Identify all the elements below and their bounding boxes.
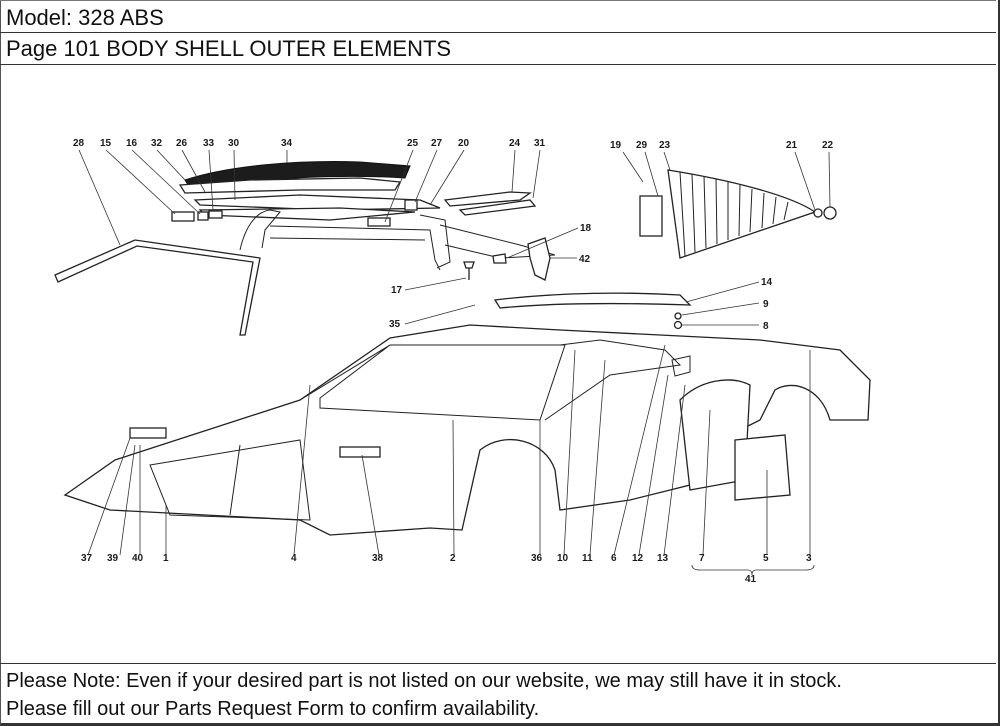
callout-19: 19 — [610, 140, 622, 151]
callout-14: 14 — [761, 277, 773, 288]
callout-25: 25 — [407, 138, 419, 149]
engine-bay-vent — [671, 355, 691, 377]
front-compartment — [149, 439, 311, 521]
body-shell — [63, 324, 871, 536]
callout-41: 41 — [745, 574, 757, 585]
vent-cover-38 — [339, 446, 381, 458]
callout-22: 22 — [822, 140, 834, 151]
callout-1: 1 — [163, 553, 169, 564]
targa-frame — [239, 209, 556, 271]
callout-7: 7 — [699, 553, 705, 564]
callout-38: 38 — [372, 553, 384, 564]
callout-13: 13 — [657, 553, 669, 564]
model-header: Model: 328 ABS — [0, 0, 996, 33]
parts-diagram: 28 15 16 32 26 33 30 34 25 27 20 24 31 1… — [0, 66, 996, 663]
clip-18 — [492, 253, 507, 264]
clip-part-33 — [208, 210, 223, 219]
callout-2: 2 — [450, 553, 456, 564]
callout-36: 36 — [531, 553, 543, 564]
page-title: Page 101 BODY SHELL OUTER ELEMENTS — [0, 33, 996, 65]
callout-34: 34 — [281, 138, 293, 149]
callout-3: 3 — [806, 553, 812, 564]
callout-32: 32 — [151, 138, 163, 149]
callout-39: 39 — [107, 553, 119, 564]
callout-31: 31 — [534, 138, 546, 149]
body-window-line — [299, 339, 682, 421]
louver-slats — [679, 171, 789, 257]
callout-12: 12 — [632, 553, 644, 564]
vent-cover-37 — [129, 427, 167, 439]
clip-part-16 — [197, 211, 209, 221]
clip-part-25 — [367, 217, 391, 227]
callout-35: 35 — [389, 319, 401, 330]
washer-9 — [674, 312, 682, 320]
rear-fender-panel — [679, 379, 751, 491]
stock-note-line-1: Please Note: Even if your desired part i… — [6, 670, 842, 692]
callout-33: 33 — [203, 138, 215, 149]
washer-21 — [813, 208, 823, 218]
callout-6: 6 — [611, 553, 617, 564]
callout-23: 23 — [659, 140, 671, 151]
engine-lid-trim — [493, 292, 692, 309]
callout-21: 21 — [786, 140, 798, 151]
callout-42: 42 — [579, 254, 591, 265]
callout-18: 18 — [580, 223, 592, 234]
diagram-svg: 28 15 16 32 26 33 30 34 25 27 20 24 31 1… — [54, 138, 871, 585]
fastener-17 — [463, 261, 475, 280]
bracket-42 — [527, 237, 551, 281]
washer-8 — [673, 320, 683, 330]
windshield-frame — [54, 239, 261, 336]
callout-10: 10 — [557, 553, 569, 564]
callout-11: 11 — [582, 553, 593, 564]
callout-17: 17 — [391, 285, 403, 296]
callout-30: 30 — [228, 138, 240, 149]
callout-15: 15 — [100, 138, 112, 149]
callout-16: 16 — [126, 138, 138, 149]
rear-quarter-louver — [667, 169, 817, 259]
side-intake-5 — [734, 434, 791, 501]
callout-29: 29 — [636, 140, 648, 151]
callout-8: 8 — [763, 321, 769, 332]
callout-28: 28 — [73, 138, 85, 149]
louver-hinge — [639, 195, 663, 237]
callout-4: 4 — [291, 553, 297, 564]
stock-note: Please Note: Even if your desired part i… — [0, 663, 996, 723]
callout-26: 26 — [176, 138, 188, 149]
leader-lines — [78, 149, 831, 556]
stock-note-line-2: Please fill out our Parts Request Form t… — [6, 698, 540, 720]
callout-5: 5 — [763, 553, 769, 564]
callout-24: 24 — [509, 138, 521, 149]
callout-40: 40 — [132, 553, 144, 564]
callout-9: 9 — [763, 299, 769, 310]
clip-part-27 — [404, 199, 418, 211]
callout-27: 27 — [431, 138, 443, 149]
trim-strip-24 — [443, 191, 532, 207]
trim-strip-31 — [458, 199, 537, 216]
roof-frame — [193, 194, 441, 211]
clip-part-15 — [171, 211, 195, 222]
knob-22 — [823, 206, 837, 220]
callout-20: 20 — [458, 138, 470, 149]
group-41-bracket — [691, 564, 815, 576]
callout-37: 37 — [81, 553, 93, 564]
